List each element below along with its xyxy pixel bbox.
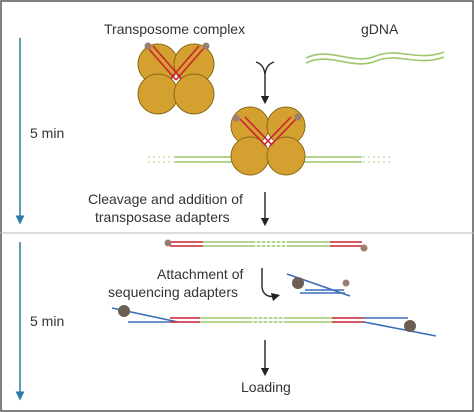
transposome-complex-icon <box>137 42 215 115</box>
loading-label: Loading <box>241 379 291 395</box>
tagmented-fragment <box>164 239 368 252</box>
time-label-bottom: 5 min <box>30 313 64 329</box>
cleavage-label-line2: transposase adapters <box>95 209 230 225</box>
gdna-strand-icon <box>305 51 445 65</box>
attachment-label-line2: sequencing adapters <box>108 284 238 300</box>
time-label-top: 5 min <box>30 125 64 141</box>
attachment-label-line1: Attachment of <box>157 266 243 282</box>
bound-transposome-icon <box>230 106 306 176</box>
cleavage-label-line1: Cleavage and addition of <box>88 191 243 207</box>
final-library-molecule <box>111 305 437 337</box>
transposome-label: Transposome complex <box>104 21 245 37</box>
sequencing-adapter-icon <box>286 273 351 297</box>
step-arrow-3 <box>261 268 281 302</box>
gdna-label: gDNA <box>361 21 399 37</box>
merge-connector <box>255 61 275 75</box>
